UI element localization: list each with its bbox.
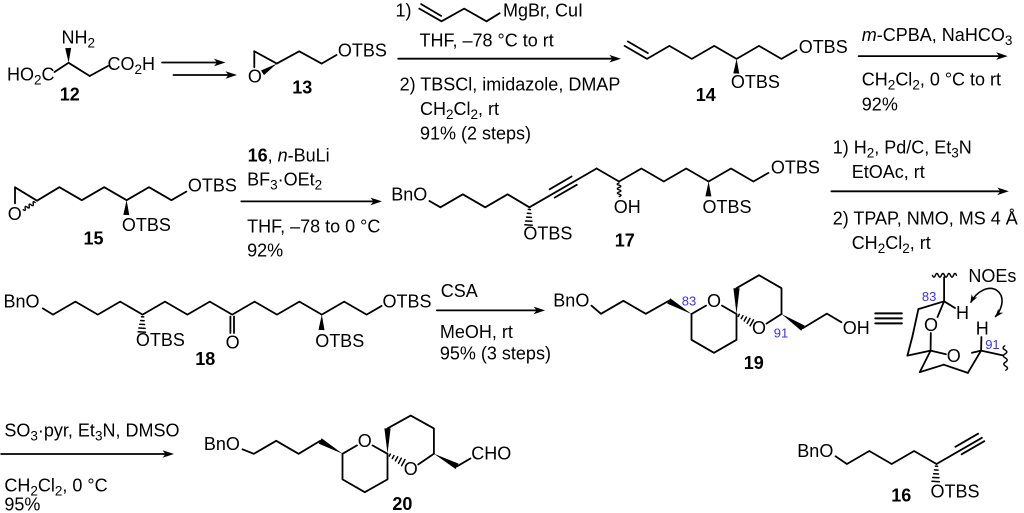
svg-text:CH2Cl2, 0 °C: CH2Cl2, 0 °C: [4, 476, 107, 499]
svg-text:91: 91: [774, 325, 788, 340]
svg-text:2) TBSCl, imidazole, DMAP: 2) TBSCl, imidazole, DMAP: [400, 74, 621, 94]
svg-text:OTBS: OTBS: [136, 330, 185, 350]
svg-text:NOEs: NOEs: [968, 266, 1016, 286]
svg-text:O: O: [358, 431, 372, 451]
svg-text:O: O: [707, 291, 721, 311]
svg-text:83: 83: [922, 289, 936, 304]
svg-text:17: 17: [615, 230, 635, 250]
svg-text:91: 91: [985, 337, 999, 352]
svg-text:CHO: CHO: [471, 444, 511, 464]
svg-text:OTBS: OTBS: [523, 223, 572, 243]
svg-text:BnO: BnO: [553, 291, 589, 311]
svg-text:OTBS: OTBS: [703, 197, 752, 217]
svg-text:O: O: [947, 346, 961, 366]
svg-text:1): 1): [396, 1, 412, 21]
svg-text:92%: 92%: [862, 94, 898, 114]
svg-text:OTBS: OTBS: [338, 41, 387, 61]
svg-text:OTBS: OTBS: [188, 175, 237, 195]
svg-text:CSA: CSA: [441, 281, 478, 301]
svg-text:O: O: [924, 315, 938, 335]
svg-text:O: O: [226, 333, 240, 353]
svg-text:15: 15: [84, 229, 104, 249]
svg-text:16, n-BuLi: 16, n-BuLi: [248, 145, 330, 165]
svg-text:83: 83: [682, 293, 696, 308]
svg-text:20: 20: [392, 494, 412, 513]
svg-text:BnO: BnO: [204, 434, 240, 454]
svg-text:H: H: [976, 318, 989, 338]
svg-text:OTBS: OTBS: [122, 215, 171, 235]
svg-text:14: 14: [696, 85, 716, 105]
svg-text:O: O: [248, 67, 262, 87]
svg-text:CH2Cl2, rt: CH2Cl2, rt: [852, 233, 931, 256]
svg-text:CH2Cl2, rt: CH2Cl2, rt: [420, 99, 499, 122]
svg-text:THF, –78 °C to rt: THF, –78 °C to rt: [420, 31, 554, 51]
svg-text:16: 16: [891, 486, 911, 506]
svg-text:92%: 92%: [247, 240, 283, 260]
svg-text:2) TPAP, NMO, MS 4 Å: 2) TPAP, NMO, MS 4 Å: [833, 208, 1018, 228]
svg-text:OH: OH: [843, 318, 870, 338]
svg-text:SO3·pyr, Et3N, DMSO: SO3·pyr, Et3N, DMSO: [4, 421, 179, 444]
svg-text:13: 13: [292, 78, 312, 98]
svg-text:H: H: [956, 303, 969, 323]
svg-text:BnO: BnO: [391, 185, 427, 205]
svg-text:O: O: [8, 204, 22, 224]
svg-text:HO2C: HO2C: [7, 64, 55, 87]
svg-text:BF3·OEt2: BF3·OEt2: [247, 169, 322, 192]
svg-text:OTBS: OTBS: [931, 482, 980, 502]
svg-text:12: 12: [60, 84, 80, 104]
svg-text:OTBS: OTBS: [799, 37, 848, 57]
svg-text:OTBS: OTBS: [771, 157, 820, 177]
svg-text:OTBS: OTBS: [315, 331, 364, 351]
svg-text:m-CPBA, NaHCO3: m-CPBA, NaHCO3: [862, 25, 1013, 48]
svg-text:91% (2 steps): 91% (2 steps): [420, 123, 531, 143]
svg-text:NH2: NH2: [62, 27, 96, 50]
svg-text:O: O: [752, 318, 766, 338]
svg-text:1) H2, Pd/C, Et3N: 1) H2, Pd/C, Et3N: [833, 138, 972, 161]
svg-text:19: 19: [744, 353, 764, 373]
svg-text:CO2H: CO2H: [108, 54, 156, 77]
svg-text:BnO: BnO: [797, 441, 833, 461]
svg-text:CH2Cl2, 0 °C to rt: CH2Cl2, 0 °C to rt: [862, 70, 1001, 93]
svg-text:O: O: [404, 459, 418, 479]
svg-text:OTBS: OTBS: [383, 291, 432, 311]
svg-text:EtOAc, rt: EtOAc, rt: [852, 162, 925, 182]
svg-text:MeOH, rt: MeOH, rt: [440, 322, 513, 342]
svg-text:THF, –78 to 0 °C: THF, –78 to 0 °C: [247, 216, 380, 236]
svg-text:MgBr, CuI: MgBr, CuI: [503, 1, 583, 21]
svg-text:95% (3 steps): 95% (3 steps): [440, 343, 551, 363]
svg-text:BnO: BnO: [4, 291, 40, 311]
svg-text:OTBS: OTBS: [731, 72, 780, 92]
svg-text:95%: 95%: [4, 494, 40, 513]
svg-text:18: 18: [195, 349, 215, 369]
svg-text:OH: OH: [614, 197, 641, 217]
